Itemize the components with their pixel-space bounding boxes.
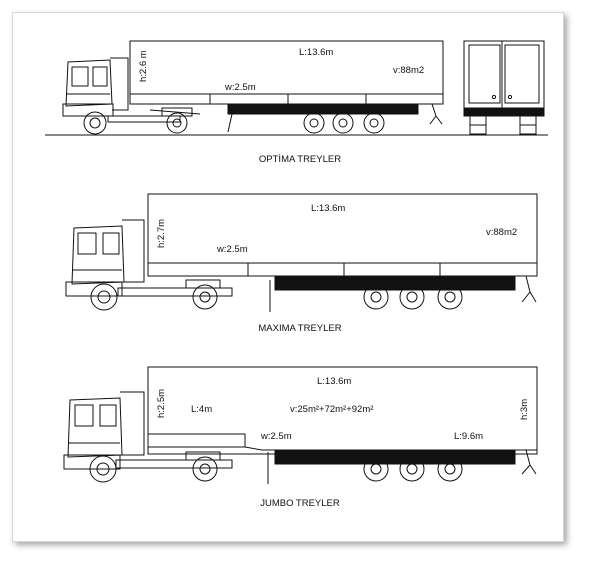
maxima-trailer-rail [147,262,538,277]
jumbo-length-front-label: L:4m [191,404,212,415]
jumbo-volume-label: v:25m²+72m²+92m² [290,404,373,415]
optima-trailer-rail [129,93,444,105]
maxima-length-label: L:13.6m [311,203,345,214]
optima-rear-view [463,40,545,135]
maxima-rear-bumper [505,275,537,303]
optima-truck-wheels [83,111,188,135]
maxima-caption: MAXIMA TREYLER [258,323,341,334]
maxima-height-label: h:2.7m [156,219,167,248]
maxima-truck-cab [65,219,233,297]
optima-landing-leg [227,113,233,133]
maxima-diagram [65,193,538,312]
optima-height-label: h:2.6 m [138,50,149,82]
jumbo-caption: JUMBO TREYLER [260,498,340,509]
maxima-trailer-wheels [363,284,463,310]
jumbo-trailer-wheels [363,456,463,482]
optima-truck-cab [62,57,201,123]
jumbo-truck-cab [63,391,233,470]
maxima-width-label: w:2.5m [216,244,248,255]
optima-volume-label: v:88m2 [393,65,424,76]
optima-trailer-wheels [303,112,385,134]
optima-width-label: w:2.5m [224,82,256,93]
jumbo-rear-bumper [505,449,537,475]
jumbo-height-rear-label: h:3m [519,399,530,420]
jumbo-truck-wheels [89,455,218,483]
maxima-chassis [274,275,516,291]
maxima-truck-wheels [90,283,218,311]
jumbo-width-label: w:2.5m [260,431,292,442]
jumbo-front-deck [148,433,246,448]
jumbo-height-front-label: h:2.5m [156,389,167,418]
optima-length-label: L:13.6m [299,47,333,58]
jumbo-length-rear-label: L:9.6m [454,431,483,442]
optima-rail-segments [209,94,367,104]
optima-caption: OPTİMA TREYLER [259,154,341,165]
jumbo-trailer-box [147,366,538,455]
optima-diagram [45,40,548,136]
jumbo-diagram [63,366,538,484]
optima-rear-bumper [408,103,443,125]
jumbo-chassis [274,449,516,465]
maxima-rail-segments [247,263,441,276]
maxima-volume-label: v:88m2 [486,227,517,238]
jumbo-length-total-label: L:13.6m [317,376,351,387]
optima-chassis [227,103,419,115]
